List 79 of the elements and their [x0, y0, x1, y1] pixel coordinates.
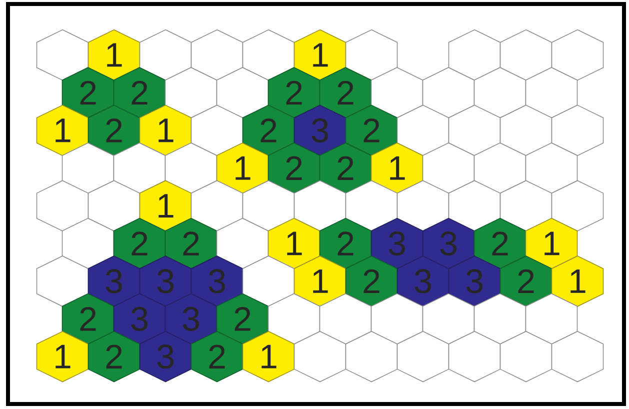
hexagon-cell: [525, 67, 578, 118]
hexagon-cell: 2: [113, 218, 166, 270]
hexagon-cell: 2: [319, 67, 372, 118]
hexagon-cell: 1: [88, 29, 140, 81]
hexagon-cell: 2: [319, 142, 372, 194]
hexagon-cell: 1: [268, 218, 320, 270]
hexagon-cell: [164, 142, 218, 194]
hexagon-cell: [500, 330, 552, 382]
hexagon-cell: [448, 330, 501, 382]
hexagon-cell: [190, 180, 244, 232]
hexagon-cell: [294, 330, 346, 382]
hexagon-cell: [190, 104, 244, 156]
hexagon-cell: [113, 142, 166, 194]
hexagon-cell: [551, 330, 604, 382]
hexagon-cell: [422, 293, 475, 345]
hexagon-cell: 1: [36, 330, 89, 382]
hexagon-cell: [88, 180, 140, 232]
hexagon-cell: [36, 29, 89, 81]
hexagon-cell: 1: [139, 180, 192, 232]
hexagon-cell: [474, 67, 526, 118]
hexagon-cell: 1: [294, 256, 346, 307]
hexagon-cell: [500, 180, 552, 232]
hexagon-cell: 2: [190, 330, 244, 382]
hexagon-cell: [551, 29, 604, 81]
hexagon-cell: [345, 180, 398, 232]
hexagon-cell: 2: [113, 67, 166, 118]
hexagon-cell: [474, 142, 526, 194]
hexagon-cell: [422, 142, 475, 194]
hexagon-cell: [190, 29, 244, 81]
hexagon-cell: 2: [88, 330, 140, 382]
hexagon-cell: 1: [36, 104, 89, 156]
hexagon-cell: 2: [319, 218, 372, 270]
hexagon-cell: [396, 104, 450, 156]
hexagon-cell: 3: [139, 330, 192, 382]
hexagon-cell: [500, 104, 552, 156]
hexagon-cell: [139, 29, 192, 81]
hexagon-cell: [242, 29, 295, 81]
hexagon-cell: [242, 180, 295, 232]
hexagon-cell: 1: [216, 142, 269, 194]
hexagon-cell: 2: [268, 142, 320, 194]
hexagon-cell: 1: [370, 142, 424, 194]
hexagon-cell: [551, 180, 604, 232]
hexagon-cell: [345, 330, 398, 382]
hexagon-cell: [370, 293, 424, 345]
hexagon-cell: 2: [345, 256, 398, 307]
hexagon-cell: [294, 180, 346, 232]
hexagon-cell: 1: [551, 256, 604, 307]
hexagon-cell: [62, 218, 114, 270]
hexagon-cell: 2: [164, 218, 218, 270]
hexagon-cell: [216, 67, 269, 118]
hexagon-cell: [36, 180, 89, 232]
hexagon-cell: [551, 104, 604, 156]
hexagon-cell: [319, 293, 372, 345]
hexagon-cell: [62, 142, 114, 194]
hexagon-cell: 1: [242, 330, 295, 382]
hexagon-cell: [370, 67, 424, 118]
hexagon-cell: [448, 180, 501, 232]
hexagon-cell: [396, 330, 450, 382]
hexagon-cell: [474, 293, 526, 345]
hexagon-cell: [242, 256, 295, 307]
hexagon-cell: 2: [62, 67, 114, 118]
hexagon-cell: 1: [294, 29, 346, 81]
hexagon-cell: [164, 67, 218, 118]
hexagon-cell: [36, 256, 89, 307]
hexagon-cell: [345, 29, 398, 81]
hexagon-cell: [422, 67, 475, 118]
hexagon-cell: [448, 29, 501, 81]
hexagon-cell: [525, 142, 578, 194]
hexagon-cell: 1: [525, 218, 578, 270]
hexagon-cell: 2: [268, 67, 320, 118]
hexagon-cell: 1: [139, 104, 192, 156]
hexagon-cell: [268, 293, 320, 345]
hexagon-cell: [500, 29, 552, 81]
hexagon-cell: 2: [500, 256, 552, 307]
hexagon-cell: [216, 218, 269, 270]
hexagon-cell: [525, 293, 578, 345]
hexagon-cell: [396, 180, 450, 232]
hexagon-cell: [448, 104, 501, 156]
hexagon-cell: 2: [474, 218, 526, 270]
